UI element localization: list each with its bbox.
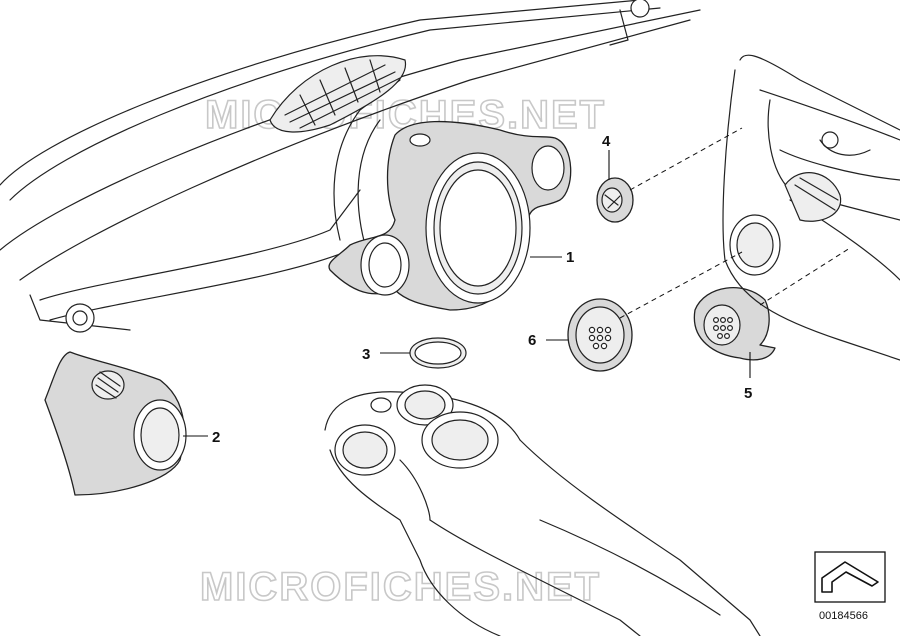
watermark-bottom: MICROFICHES.NET (200, 565, 601, 609)
leader-lines (183, 127, 851, 437)
arrow-corner-icon (814, 551, 886, 603)
door-panel-outline (722, 54, 900, 361)
callout-6: 6 (528, 332, 536, 349)
callout-5: 5 (744, 385, 752, 402)
instrument-panel-trim-cover (328, 120, 572, 311)
callout-2: 2 (212, 429, 220, 446)
lower-left-trim-panel (44, 351, 187, 496)
dashed-guide-4 (629, 127, 743, 191)
callout-1: 1 (566, 249, 574, 266)
callout-4: 4 (602, 133, 611, 150)
callout-3: 3 (362, 346, 370, 363)
speaker-cover-cap (693, 287, 776, 361)
door-clip (596, 177, 634, 223)
round-speaker-grille (567, 298, 633, 372)
dashboard-outline (0, 0, 701, 333)
seal-ring (409, 337, 467, 369)
center-console-outline (324, 384, 761, 636)
diagram-id: 00184566 (819, 610, 868, 622)
dashboard-center-vent (269, 55, 407, 133)
